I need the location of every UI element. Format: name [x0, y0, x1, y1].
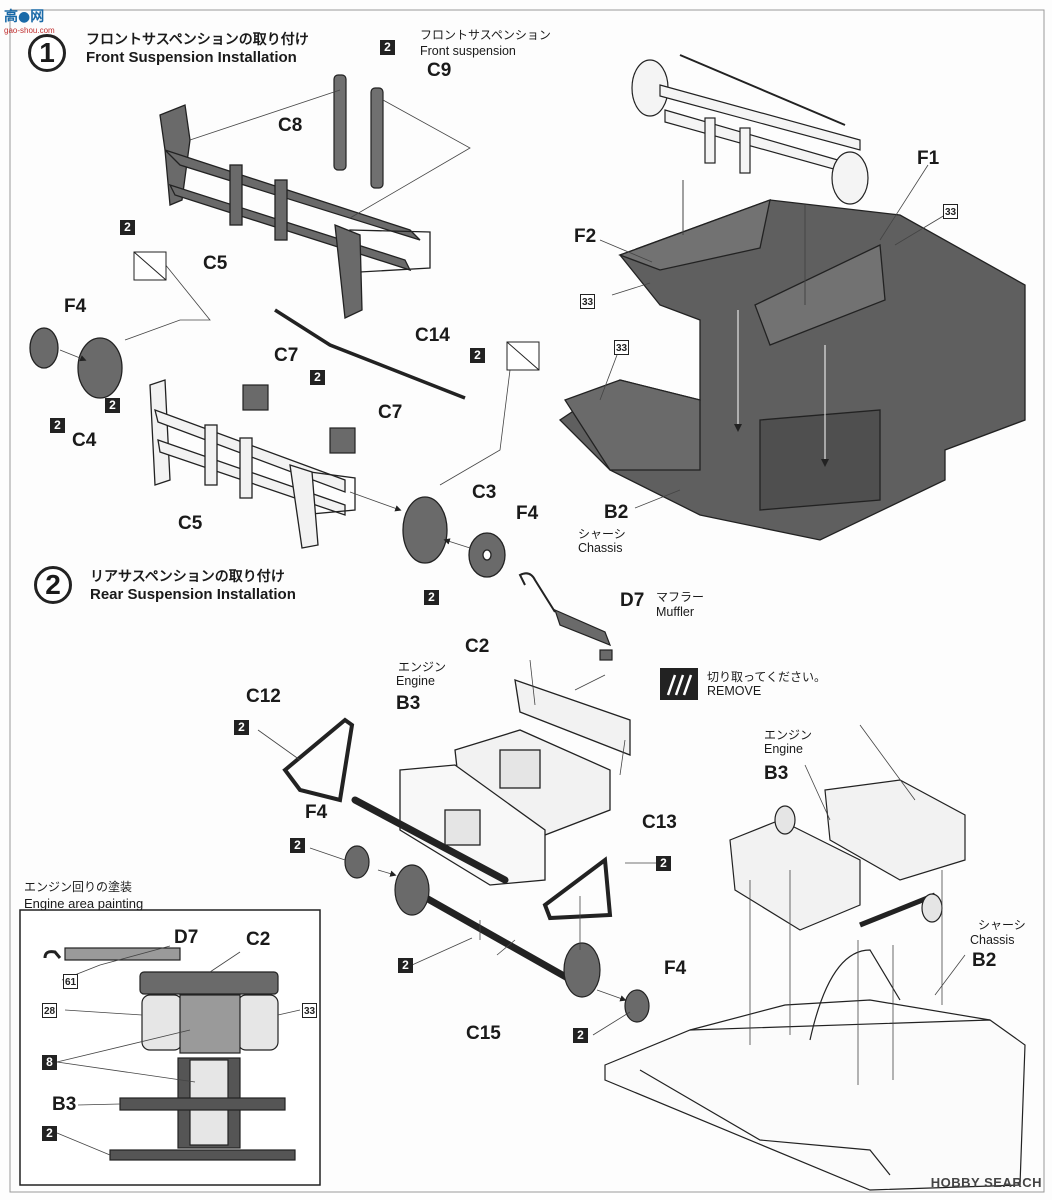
- step2-title-en: Rear Suspension Installation: [90, 586, 296, 603]
- tie-rod-c14: [274, 308, 466, 400]
- step1-guide-lines: [59, 89, 511, 549]
- part-c9: C9: [427, 60, 452, 81]
- front-suspension-assembled: [631, 54, 869, 205]
- chassis-jp: シャーシ: [578, 527, 626, 541]
- part-c7-left: C7: [274, 345, 299, 366]
- inset-leaders: [56, 945, 301, 1156]
- paint-code-c13: 2: [656, 856, 671, 871]
- rear-arms: [282, 717, 613, 921]
- part-c4: C4: [72, 430, 97, 451]
- watermark-logo: 高●网: [4, 9, 45, 25]
- part-c3: C3: [472, 482, 497, 503]
- front-suspension-lower-frame: [149, 379, 356, 549]
- remove-en: REMOVE: [707, 684, 762, 698]
- paint-code-f4: 2: [50, 418, 65, 433]
- part-c13: C13: [642, 812, 677, 833]
- inset-part-b3: B3: [52, 1094, 77, 1115]
- paint-code-f1: 33: [943, 204, 958, 219]
- muffler-jp: マフラー: [656, 590, 705, 604]
- paint-code-c12: 2: [234, 720, 249, 735]
- page-frame: [9, 9, 1045, 1193]
- chassis-en: Chassis: [578, 541, 623, 555]
- inset-code-2: 2: [42, 1126, 57, 1141]
- paint-code-c3: 2: [424, 590, 439, 605]
- watermark-site: gao-shou.com: [4, 26, 55, 35]
- hobby-search-credit: HOBBY SEARCH: [930, 1175, 1042, 1190]
- muffler-en: Muffler: [656, 605, 694, 619]
- paint-code-f2: 33: [580, 294, 595, 309]
- part-c2: C2: [465, 636, 490, 657]
- part-c5-upper: C5: [203, 253, 228, 274]
- rear-chassis-frame: [604, 949, 1026, 1191]
- part-b2-top: B2: [604, 502, 629, 523]
- engine-jp: エンジン: [398, 660, 447, 674]
- paint-code-c5: 2: [120, 220, 135, 235]
- part-c5-lower: C5: [178, 513, 203, 534]
- part-c12: C12: [246, 686, 281, 707]
- remove-jp: 切り取ってください。: [707, 670, 827, 684]
- part-b3-left: B3: [396, 693, 421, 714]
- part-b2-bottom: B2: [972, 950, 997, 971]
- part-f1: F1: [917, 148, 940, 169]
- inset-part-c2: C2: [246, 929, 271, 950]
- rear-axles: [344, 796, 650, 1023]
- step2-guide-lines: [257, 659, 660, 1036]
- front-wheels-left: [29, 327, 506, 578]
- shock-absorbers-c8-c9: [333, 74, 384, 189]
- inset-code-28: 28: [42, 1003, 57, 1018]
- part-f2: F2: [574, 226, 597, 247]
- engine2-en: Engine: [764, 742, 803, 756]
- step1-title-jp: フロントサスペンションの取り付け: [86, 32, 309, 48]
- inset-title-jp: エンジン回りの塗装: [24, 880, 133, 894]
- inset-title-en: Engine area painting: [24, 896, 144, 911]
- engine2-jp: エンジン: [764, 728, 813, 742]
- paint-code-c4: 2: [105, 398, 120, 413]
- chassis-leader-lines: [599, 164, 946, 509]
- remove-symbol: [660, 668, 698, 700]
- part-f4-left: F4: [64, 296, 87, 317]
- step2-title-jp: リアサスペンションの取り付け: [90, 569, 285, 585]
- part-f4-rear-left: F4: [305, 802, 328, 823]
- part-c7-right: C7: [378, 402, 403, 423]
- step2-number: 2: [34, 566, 72, 604]
- part-c8: C8: [278, 115, 303, 136]
- step1-number: 1: [28, 34, 66, 72]
- front-suspension-en: Front suspension: [420, 44, 516, 58]
- paint-code-c2: 2: [380, 40, 395, 55]
- chassis-b2: [558, 198, 1026, 541]
- rear-chassis-leaders: [749, 724, 966, 1085]
- inset-code-61: 61: [63, 974, 78, 989]
- muffler-d7: [518, 572, 613, 661]
- chassis2-en: Chassis: [970, 933, 1015, 947]
- part-c14: C14: [415, 325, 450, 346]
- paint-code-f4-rear-left: 2: [290, 838, 305, 853]
- inset-part-d7: D7: [174, 927, 199, 948]
- paint-code-b2: 33: [614, 340, 629, 355]
- paint-code-c15: 2: [398, 958, 413, 973]
- front-suspension-upper-frame: [159, 104, 431, 319]
- engine-en: Engine: [396, 674, 435, 688]
- paint-code-f4-rear-right: 2: [573, 1028, 588, 1043]
- part-f4-rear-right: F4: [664, 958, 687, 979]
- part-b3-right: B3: [764, 763, 789, 784]
- engine-block-b3: [399, 679, 631, 886]
- knuckles-c7: [242, 384, 356, 454]
- cut-symbols: [133, 251, 540, 371]
- part-c15: C15: [466, 1023, 501, 1044]
- chassis-arrows: [682, 180, 829, 467]
- step1-title-en: Front Suspension Installation: [86, 49, 297, 66]
- part-d7: D7: [620, 590, 645, 611]
- front-suspension-jp: フロントサスペンション: [420, 28, 551, 42]
- inset-code-8: 8: [42, 1055, 57, 1070]
- chassis2-jp: シャーシ: [978, 918, 1026, 932]
- inset-code-33: 33: [302, 1003, 317, 1018]
- paint-code-c7: 2: [310, 370, 325, 385]
- part-f4-right: F4: [516, 503, 539, 524]
- rear-engine-assembled: [729, 779, 966, 931]
- paint-code-c14: 2: [470, 348, 485, 363]
